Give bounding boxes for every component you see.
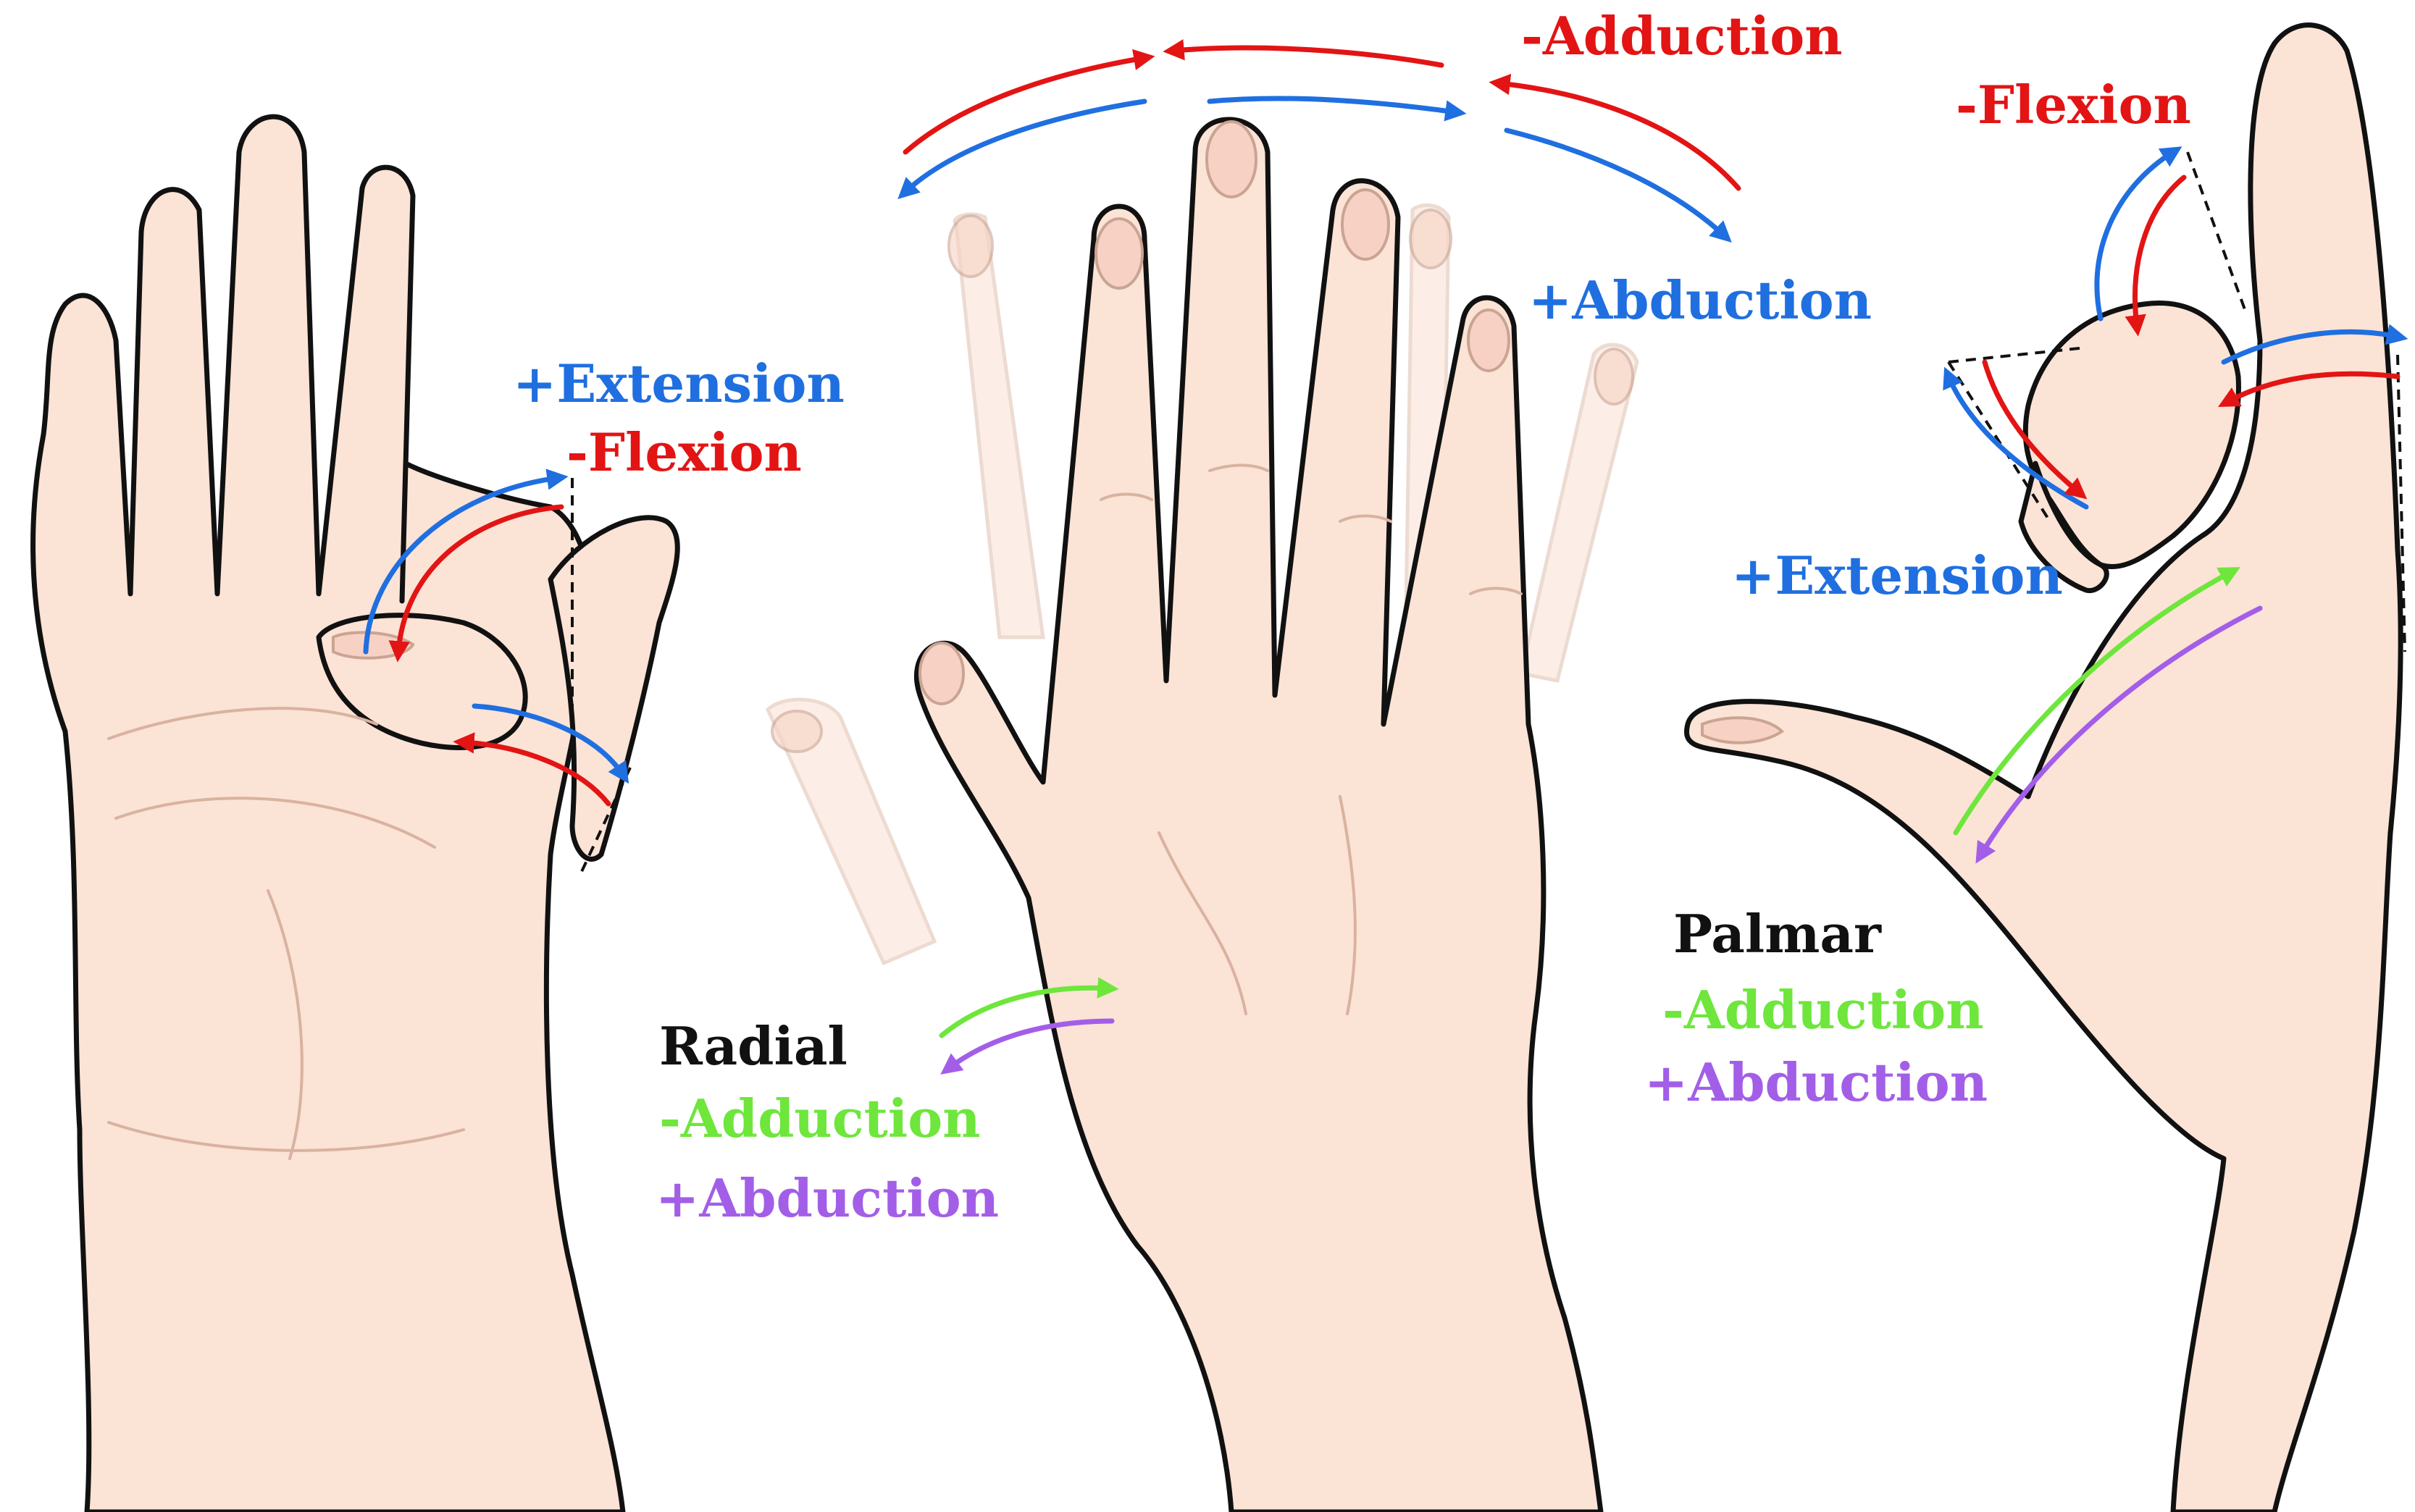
left-flexion-label: -Flexion (566, 421, 802, 483)
palmar-adduction-label: -Adduction (1662, 979, 1984, 1041)
middle-abduction-label: +Abduction (1528, 269, 1872, 331)
middle-adduction-label: -Adduction (1521, 5, 1843, 67)
right-extension-label: +Extension (1731, 545, 2063, 606)
left-hand (30, 114, 680, 1512)
middle-hand (766, 39, 1741, 1512)
palmar-abduction-label: +Abduction (1644, 1051, 1988, 1113)
palmar-title: Palmar (1673, 903, 1882, 965)
right-hand (1684, 22, 2408, 1512)
right-flexion-label: -Flexion (1956, 74, 2191, 135)
radial-abduction-label: +Abduction (656, 1167, 999, 1229)
radial-title: Radial (659, 1015, 847, 1077)
radial-adduction-label: -Adduction (659, 1088, 981, 1149)
left-extension-label: +Extension (513, 353, 845, 414)
